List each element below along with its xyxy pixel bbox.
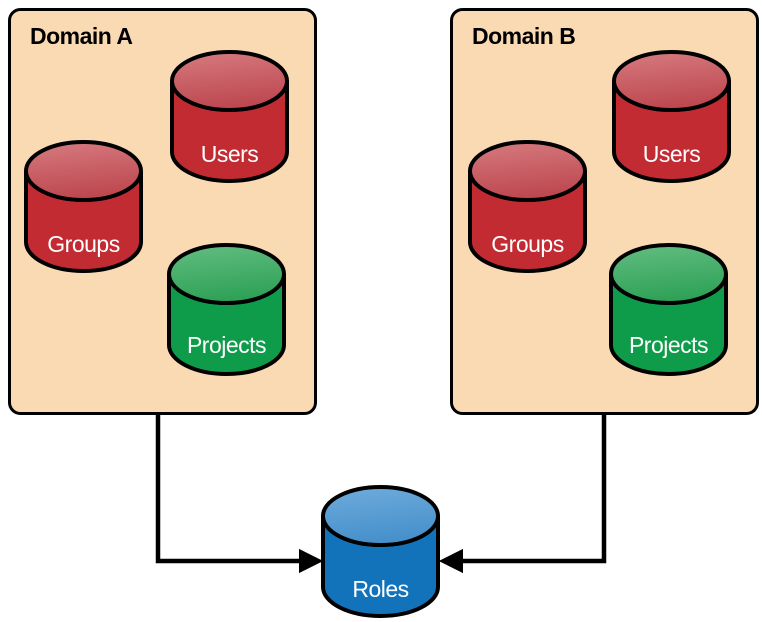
cylinder-top [170, 50, 289, 112]
cylinder-top [468, 140, 587, 202]
cylinder-projects-domain-a: Projects [167, 243, 286, 376]
arrow-domain-a-to-roles [155, 412, 324, 574]
cylinder-top [321, 485, 440, 547]
arrow-b-line [461, 412, 607, 564]
domain-b-title: Domain B [472, 23, 575, 49]
cylinder-groups-domain-b: Groups [468, 140, 587, 273]
arrow-domain-b-to-roles [438, 412, 607, 574]
cylinder-label: Users [643, 141, 701, 167]
cylinder-users-domain-a: Users [170, 50, 289, 183]
arrowhead-right-icon [299, 548, 324, 574]
cylinder-top [24, 140, 143, 202]
cylinder-label: Projects [629, 332, 708, 358]
cylinder-label: Groups [491, 231, 563, 257]
cylinder-roles-shared: Roles [321, 485, 440, 618]
cylinder-groups-domain-a: Groups [24, 140, 143, 273]
domain-a-title: Domain A [30, 23, 133, 49]
cylinder-top [612, 50, 731, 112]
cylinder-users-domain-b: Users [612, 50, 731, 183]
cylinder-top [167, 243, 286, 305]
arrowhead-left-icon [438, 548, 463, 574]
cylinder-label: Users [201, 141, 259, 167]
cylinder-projects-domain-b: Projects [609, 243, 728, 376]
cylinder-label: Groups [47, 231, 119, 257]
cylinder-label: Roles [352, 576, 408, 602]
cylinder-top [609, 243, 728, 305]
cylinder-label: Projects [187, 332, 266, 358]
arrow-a-line [155, 412, 301, 564]
